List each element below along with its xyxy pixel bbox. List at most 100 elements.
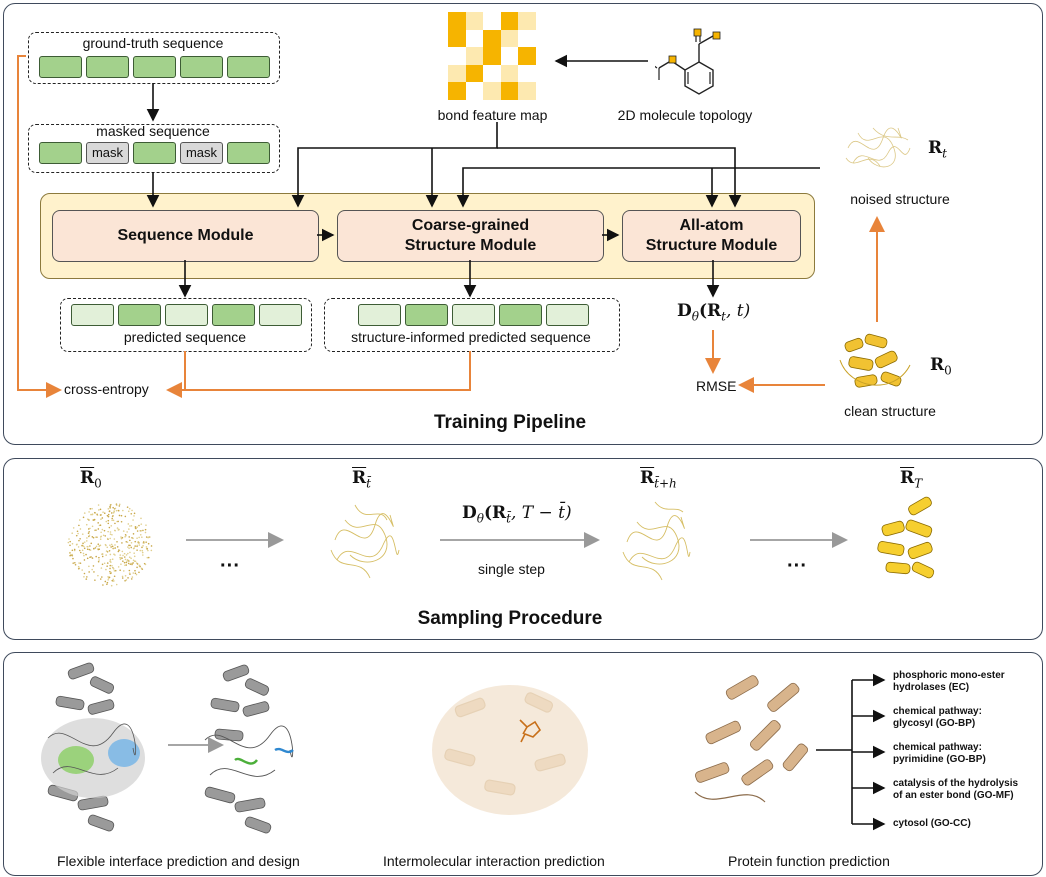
masked-sequence-box xyxy=(28,124,280,173)
noise-point xyxy=(127,577,129,579)
noise-point xyxy=(86,557,89,560)
noise-point xyxy=(94,547,97,549)
noise-point xyxy=(145,546,148,548)
noise-point xyxy=(128,569,131,572)
partial-structure-image-t xyxy=(330,504,400,579)
heatmap-cell xyxy=(500,12,519,30)
noise-point xyxy=(97,543,100,546)
noise-point xyxy=(82,516,85,519)
d-theta-expression: Dθ(Rt, t) xyxy=(677,301,751,324)
noise-point xyxy=(77,532,79,535)
cross-entropy-label: cross-entropy xyxy=(64,381,149,397)
noise-point xyxy=(74,561,76,564)
noise-point xyxy=(140,530,142,532)
noise-point xyxy=(110,584,113,587)
noise-point xyxy=(113,575,116,578)
interface-after-image xyxy=(204,664,294,834)
ellipsis-right: ··· xyxy=(787,555,807,577)
mask-token: mask xyxy=(180,142,223,164)
noise-point xyxy=(88,519,90,521)
noise-point xyxy=(136,537,138,539)
noise-point xyxy=(71,549,74,552)
noise-point xyxy=(111,579,114,582)
noise-point xyxy=(125,534,127,537)
noise-point xyxy=(98,509,100,511)
noise-point xyxy=(72,562,75,564)
heatmap-cell xyxy=(518,29,536,48)
noise-point xyxy=(137,540,140,543)
heatmap-cell xyxy=(483,47,501,65)
noise-point xyxy=(83,554,85,557)
noise-point xyxy=(142,529,144,532)
noise-point xyxy=(105,568,107,571)
noise-point xyxy=(83,545,85,548)
noise-point xyxy=(141,568,144,570)
noise-point xyxy=(72,557,74,560)
noise-point xyxy=(83,575,85,578)
noise-point xyxy=(78,549,81,552)
noise-point xyxy=(127,523,130,525)
noise-point xyxy=(142,541,145,543)
noise-point xyxy=(147,536,149,539)
noise-point xyxy=(94,579,96,581)
noise-point xyxy=(123,556,126,558)
heatmap-cell xyxy=(500,47,519,65)
noise-point xyxy=(72,527,75,529)
noise-point xyxy=(78,519,81,521)
noise-point xyxy=(118,549,120,551)
noise-point xyxy=(141,536,143,538)
noise-point xyxy=(107,515,110,518)
noise-point xyxy=(130,557,132,560)
noise-point xyxy=(133,560,136,563)
noise-point xyxy=(83,512,86,514)
noise-point xyxy=(109,507,111,509)
function-label: chemical pathway: glycosyl (GO-BP) xyxy=(893,706,982,729)
intermolecular-prediction-label: Intermolecular interaction prediction xyxy=(383,853,605,869)
noise-point xyxy=(88,571,90,573)
noise-point xyxy=(147,549,149,552)
noise-point xyxy=(145,536,148,538)
noise-point xyxy=(118,503,121,506)
sequence-token xyxy=(546,304,589,326)
noise-point xyxy=(100,518,102,521)
noise-point xyxy=(132,533,135,535)
noise-point xyxy=(97,574,99,577)
single-step-label: single step xyxy=(478,561,545,577)
noise-point xyxy=(134,572,137,575)
noise-point xyxy=(86,545,89,548)
noise-point xyxy=(120,536,122,538)
sequence-token xyxy=(227,142,270,164)
heatmap-cell xyxy=(448,82,466,100)
noise-point xyxy=(147,556,150,559)
noise-point xyxy=(77,565,80,568)
noise-point xyxy=(67,541,70,544)
noise-point xyxy=(109,505,111,508)
sequence-token xyxy=(86,56,129,78)
noise-point xyxy=(101,528,104,531)
noise-point xyxy=(138,571,140,574)
noise-point xyxy=(78,539,80,542)
noise-point xyxy=(133,555,136,558)
noise-point xyxy=(107,519,110,522)
noise-point xyxy=(144,563,147,566)
noise-point xyxy=(132,562,134,564)
clean-structure-image xyxy=(839,333,911,388)
noise-point xyxy=(96,513,98,516)
noise-point xyxy=(93,529,96,532)
heatmap-cell xyxy=(518,12,536,30)
noise-point xyxy=(78,562,80,564)
noise-point xyxy=(121,575,124,578)
noise-point xyxy=(92,519,95,521)
noise-point xyxy=(100,531,102,534)
protein-function-image xyxy=(694,675,809,803)
heatmap-cell xyxy=(465,12,484,30)
noise-point xyxy=(83,541,86,543)
noise-point xyxy=(111,533,113,536)
sampling-rT-symbol: RT xyxy=(900,468,923,491)
noise-point xyxy=(89,545,91,547)
noise-point xyxy=(92,536,95,539)
noise-point xyxy=(119,569,121,572)
noise-point xyxy=(111,517,114,520)
